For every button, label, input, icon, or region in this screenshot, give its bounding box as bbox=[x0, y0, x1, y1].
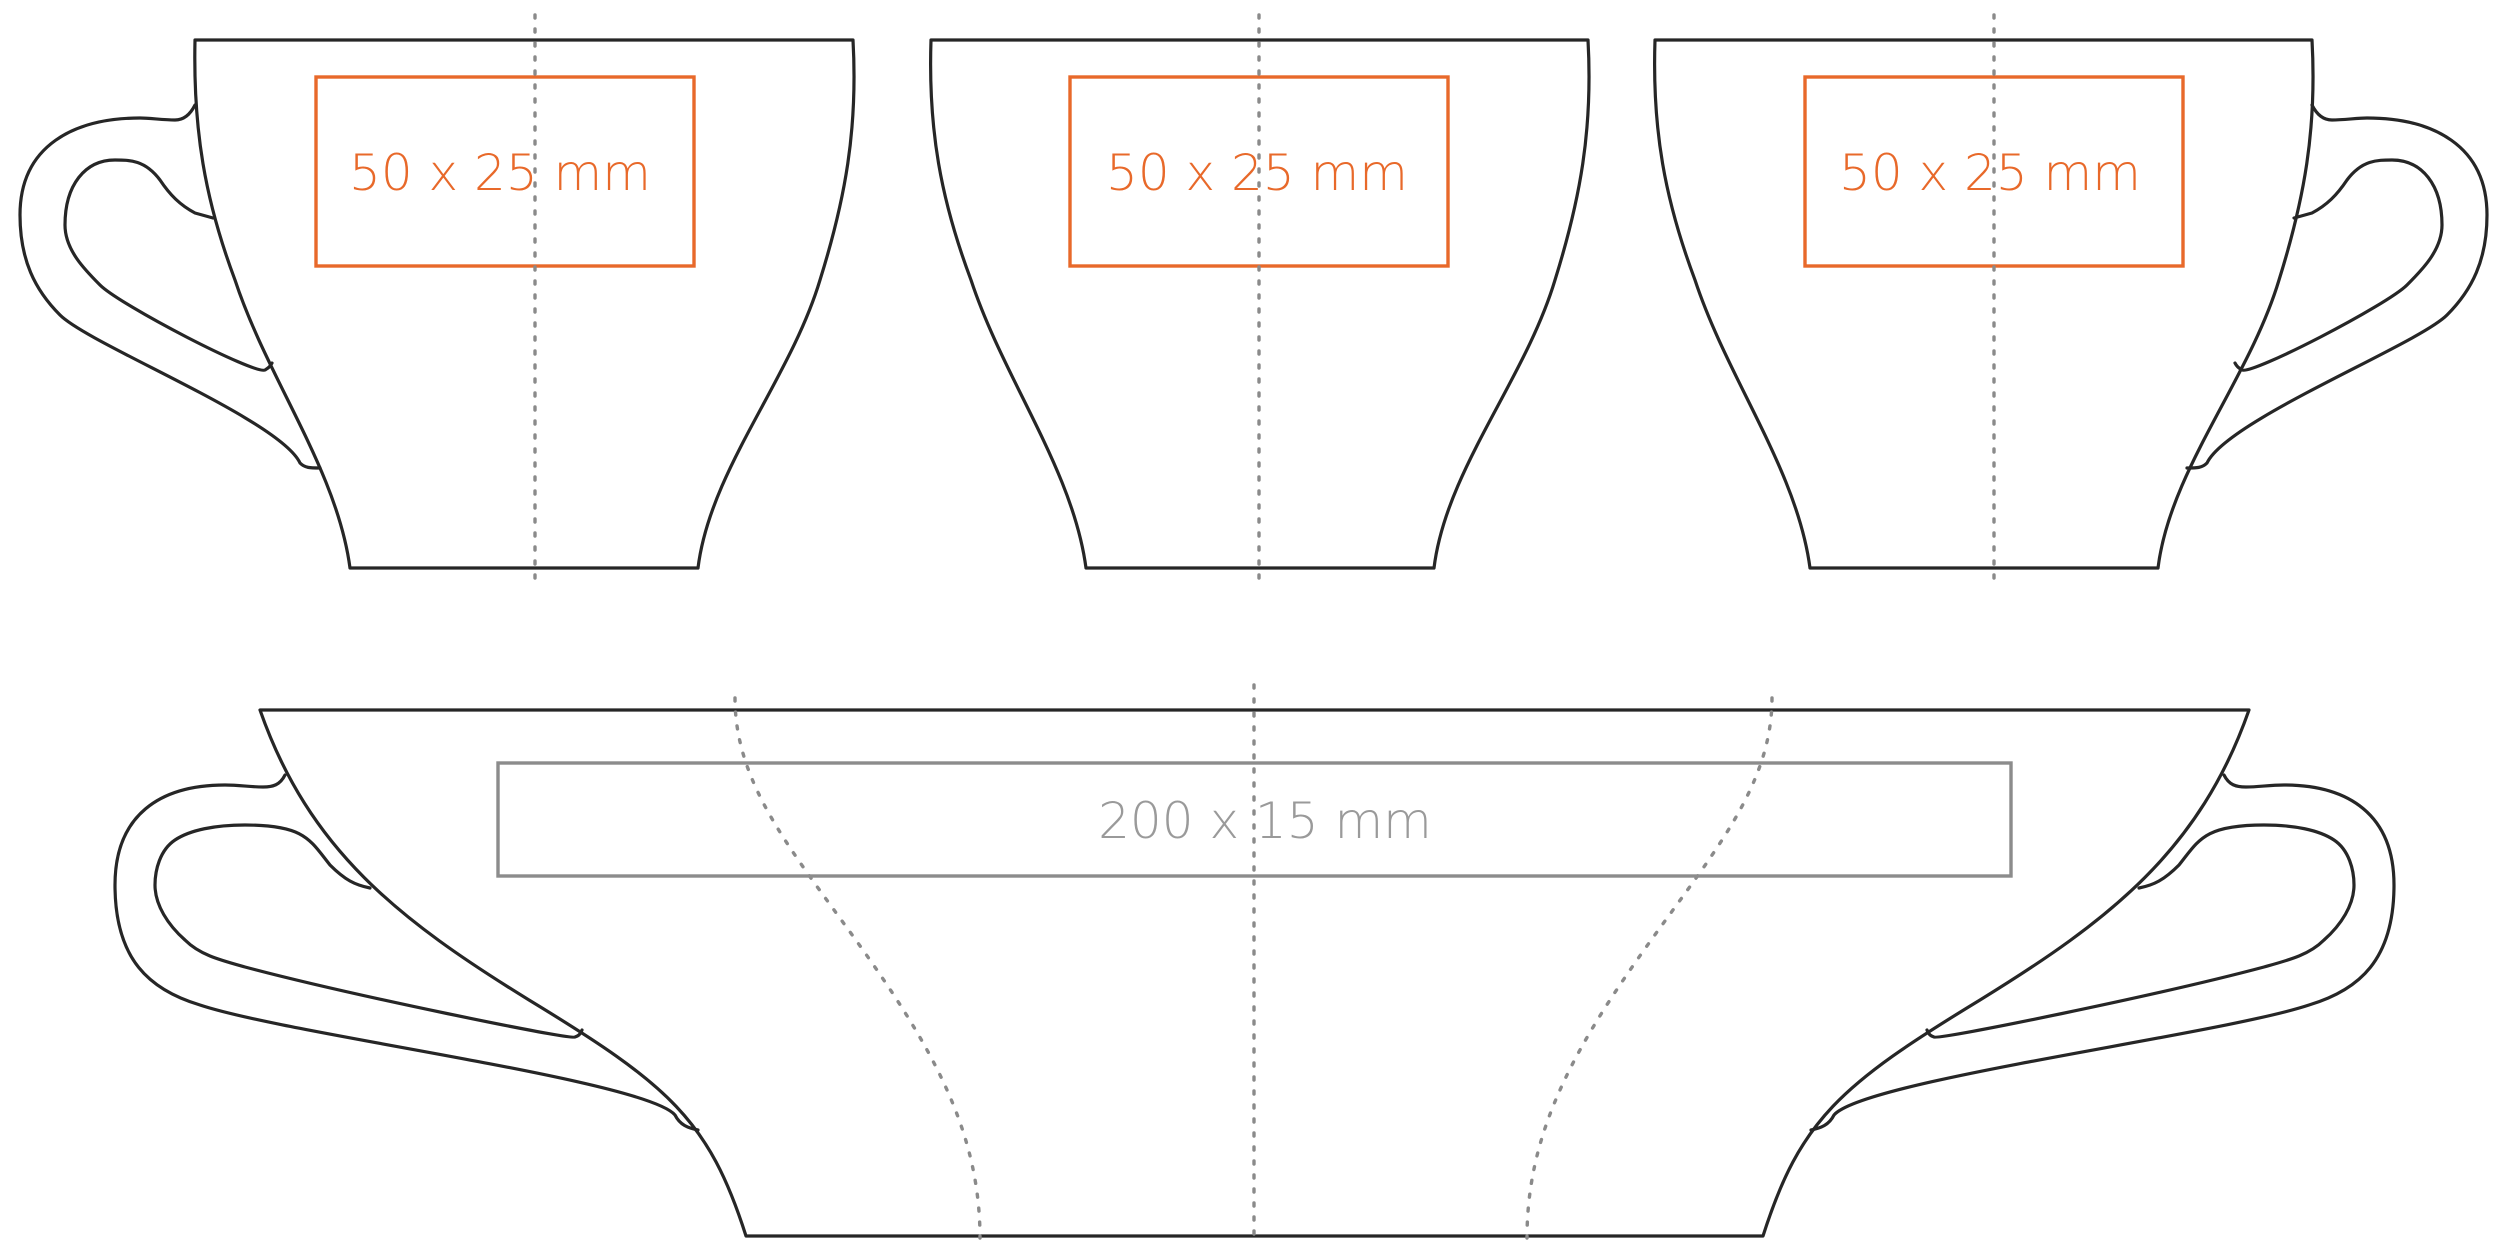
print-area bbox=[314, 75, 696, 268]
cup-body-outline bbox=[258, 708, 2251, 1238]
cup-front: 50 x 25 mm bbox=[929, 13, 1591, 582]
left-seam-curve bbox=[733, 696, 982, 1240]
print-area-label: 50 x 25 mm bbox=[1106, 144, 1408, 202]
cup-body-outline bbox=[1653, 38, 2315, 570]
cup-right-handle: 50 x 25 mm bbox=[1653, 13, 2489, 582]
right-seam-curve bbox=[1525, 696, 1774, 1240]
print-area-label: 50 x 25 mm bbox=[349, 144, 651, 202]
print-area-label: 50 x 25 mm bbox=[1839, 144, 2141, 202]
cup-body-outline bbox=[193, 38, 856, 570]
cup-handle-outline bbox=[2185, 103, 2489, 470]
print-area-label: 200 x 15 mm bbox=[1098, 792, 1432, 850]
print-area bbox=[496, 761, 2013, 878]
cup-left-handle: 50 x 25 mm bbox=[18, 13, 856, 582]
left-handle-outline bbox=[113, 773, 700, 1132]
right-handle-outline bbox=[1809, 773, 2396, 1132]
cup-handle-outline bbox=[18, 103, 322, 470]
cup-body-outline bbox=[929, 38, 1591, 570]
cup-panorama: 200 x 15 mm bbox=[113, 683, 2396, 1240]
